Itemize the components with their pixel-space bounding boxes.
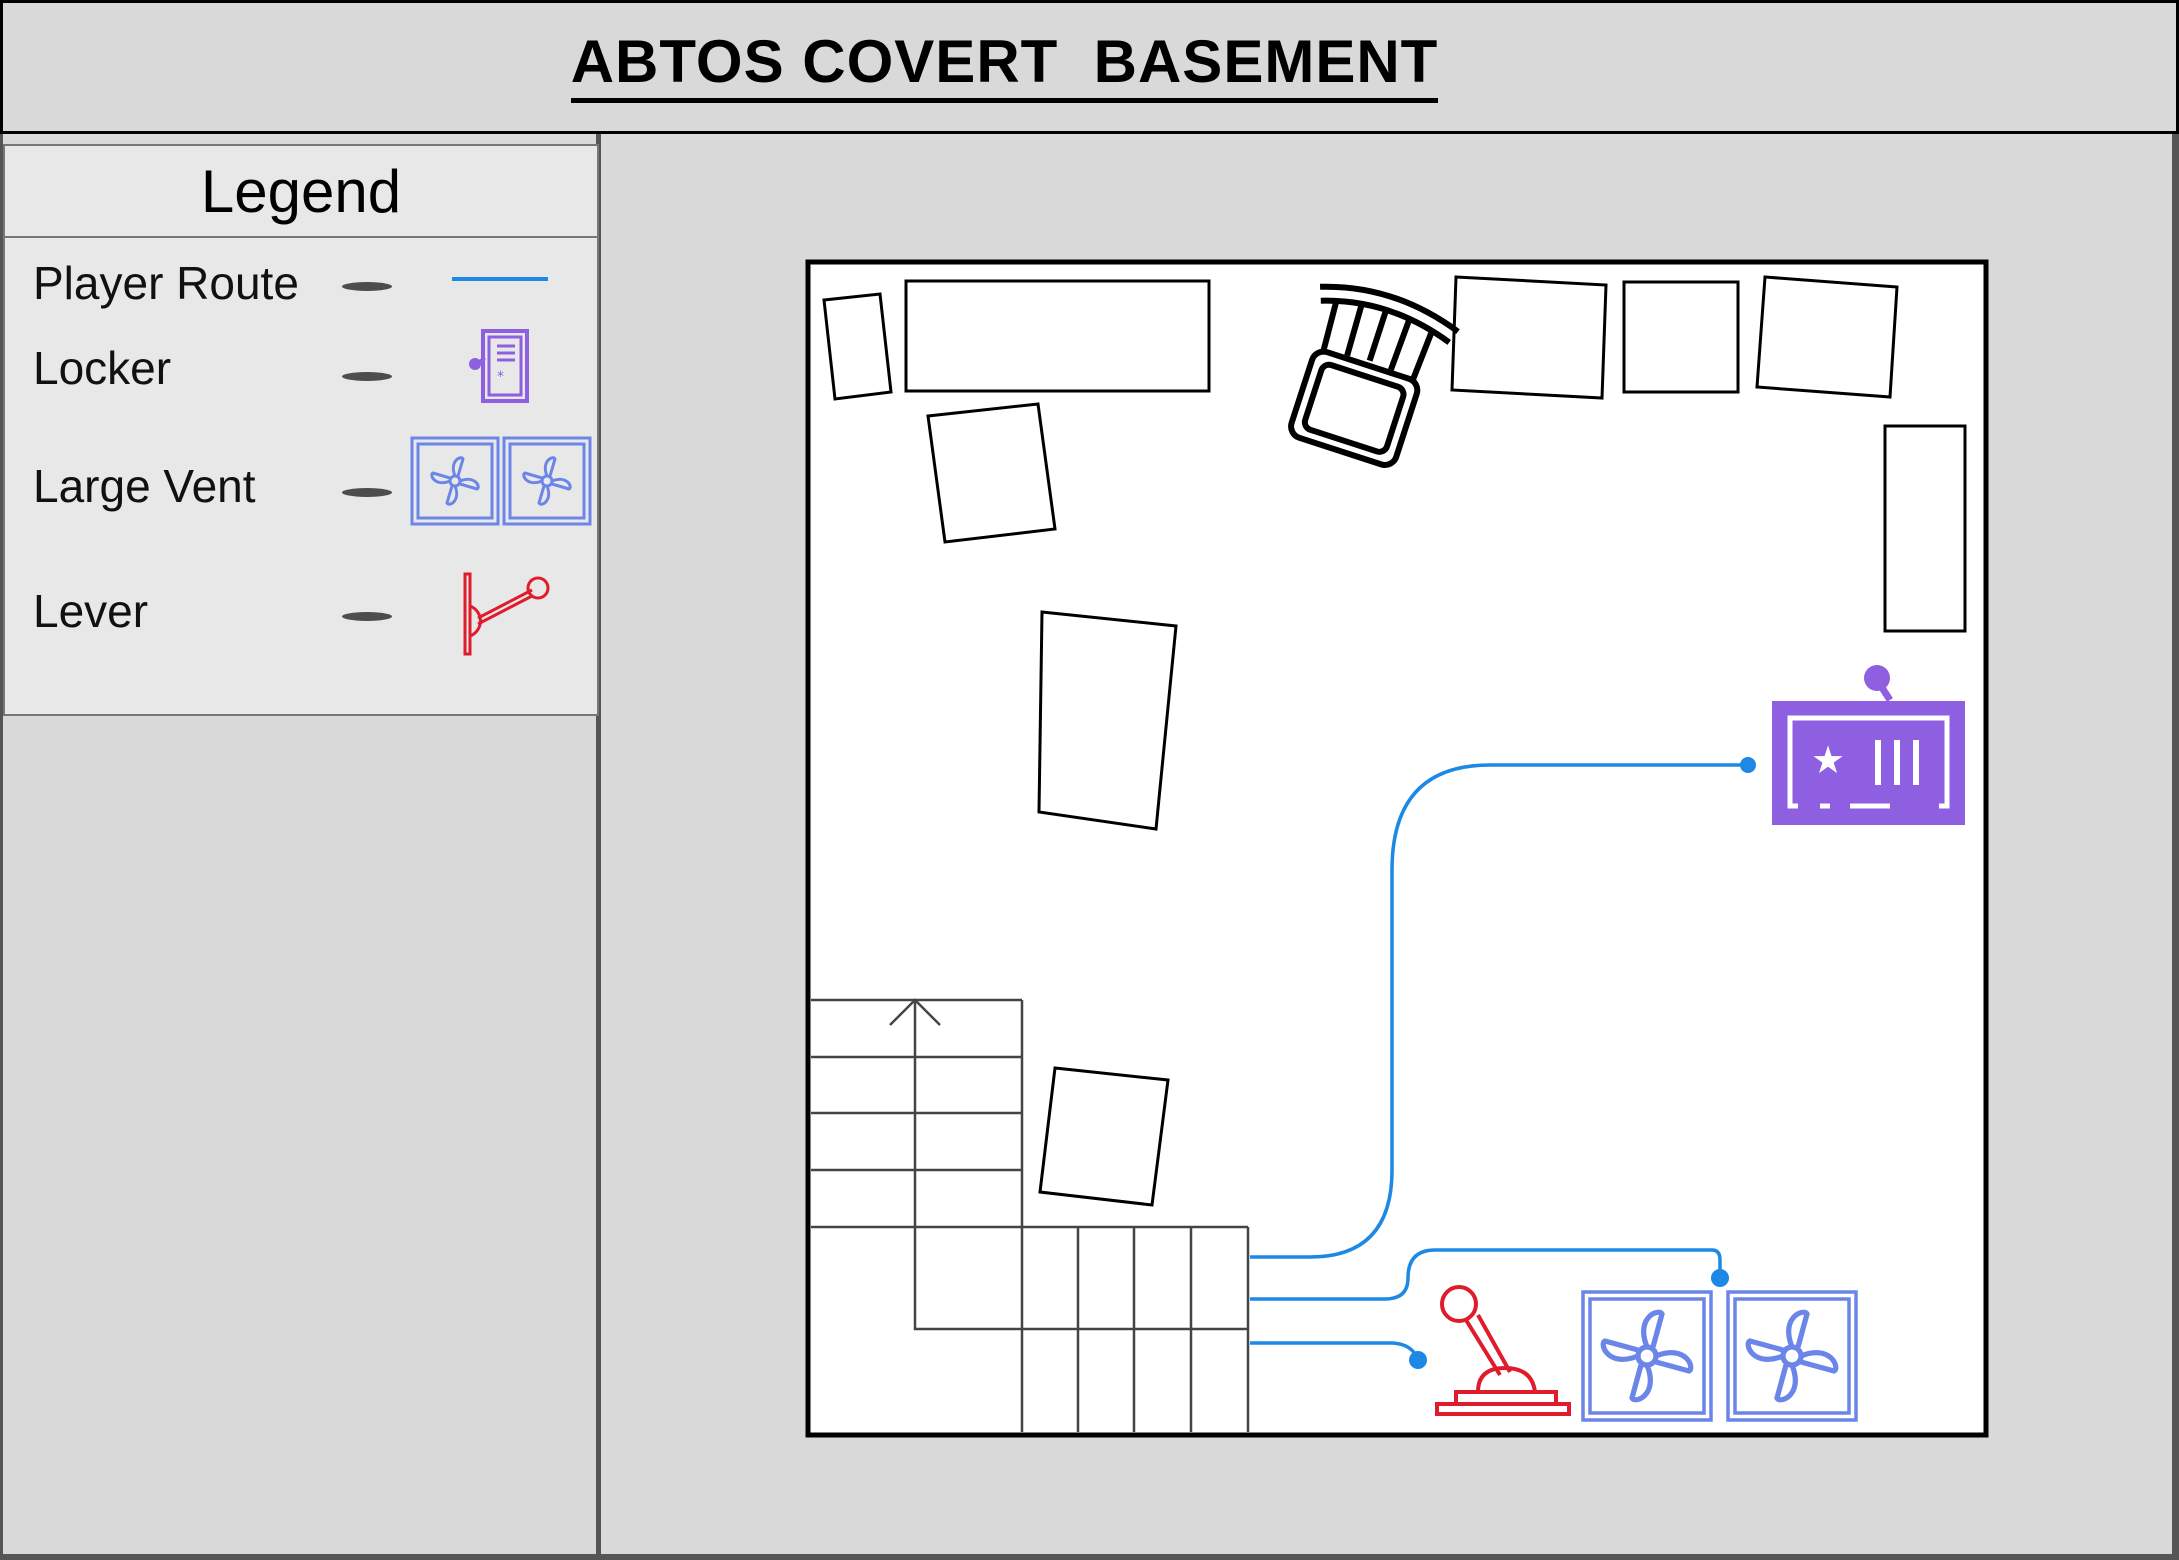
- legend-label-locker: Locker: [33, 342, 172, 394]
- cabinet-small: [822, 292, 893, 401]
- counter-long: [904, 279, 1211, 393]
- fan-vent-icon: [410, 436, 592, 526]
- page-title: ABTOS COVERT BASEMENT: [570, 31, 1439, 103]
- table-c: [1755, 275, 1899, 399]
- table-b: [1622, 280, 1740, 394]
- svg-text:★: ★: [1811, 738, 1845, 782]
- lever-icon: [463, 572, 550, 656]
- bottom-border: [0, 1554, 2179, 1560]
- box-lower: [1038, 1066, 1170, 1207]
- map-locker-icon: ★: [1772, 665, 1965, 825]
- stairs: [811, 998, 1250, 1432]
- right-border: [2172, 134, 2179, 1560]
- map-vent-icons: [1581, 1290, 1858, 1422]
- legend-label-large-vent: Large Vent: [33, 460, 256, 512]
- legend-dash: [342, 282, 392, 291]
- table-tall: [1037, 610, 1178, 831]
- player-route: [1250, 763, 1748, 1361]
- locker-icon: *: [469, 329, 529, 403]
- map-lever-icon: [1435, 1285, 1571, 1416]
- chair-icon: [1288, 283, 1460, 468]
- legend-dash: [342, 612, 392, 621]
- legend-label-player-route: Player Route: [33, 257, 299, 309]
- legend-dash: [342, 372, 392, 381]
- svg-text:*: *: [497, 369, 504, 385]
- header-bar: ABTOS COVERT BASEMENT: [0, 0, 2179, 134]
- room-outline: [805, 259, 1989, 1438]
- legend-dash: [342, 488, 392, 497]
- route-line-icon: [452, 277, 548, 281]
- table-a: [1450, 275, 1608, 400]
- legend-panel: Legend Player Route Locker * Large Vent: [3, 144, 599, 716]
- shelf-right: [1883, 424, 1967, 633]
- legend-title: Legend: [5, 146, 597, 238]
- legend-label-lever: Lever: [33, 585, 149, 637]
- box-square: [926, 402, 1057, 544]
